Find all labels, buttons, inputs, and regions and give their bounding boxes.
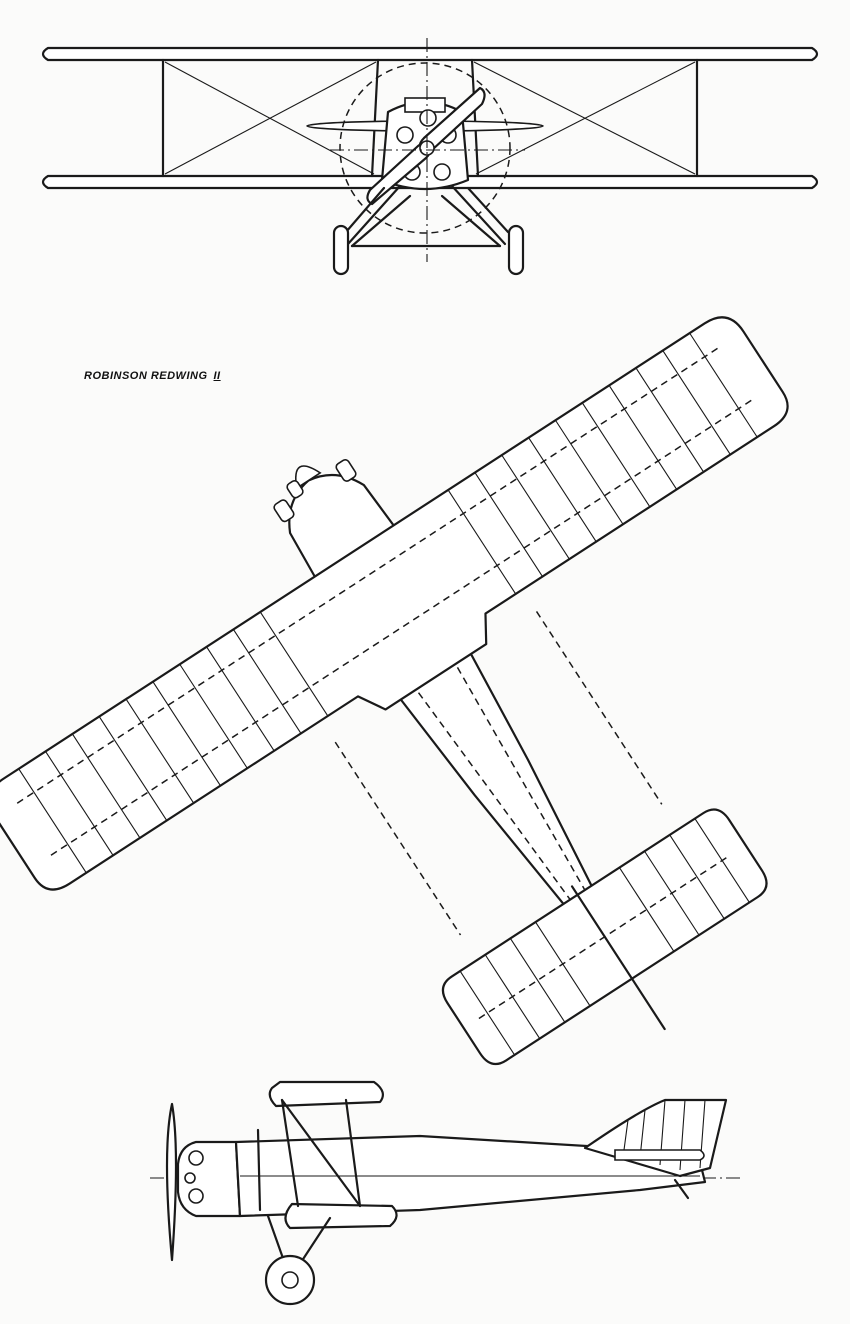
front-bracing-wires (164, 61, 696, 175)
plan-lower-wing-outline (334, 611, 663, 936)
aircraft-title: ROBINSON REDWING II (84, 370, 221, 382)
side-wheel (264, 1254, 316, 1306)
front-centreline (330, 38, 525, 262)
side-upper-wing (268, 1080, 384, 1108)
plan-upper-wing (0, 316, 789, 891)
front-undercarriage (344, 184, 510, 248)
plan-wing-ribs (18, 332, 758, 874)
side-tailplane (614, 1149, 705, 1161)
plan-engine (273, 458, 357, 523)
plan-rudder (570, 885, 666, 1031)
front-interplane-struts (161, 58, 699, 178)
aircraft-mark-numeral: II (213, 370, 221, 382)
side-lower-wing (284, 1202, 398, 1230)
side-engine (176, 1140, 242, 1218)
side-tailskid (673, 1178, 690, 1200)
front-upper-wing (41, 46, 819, 62)
side-propeller (165, 1102, 178, 1262)
front-left-wheel (332, 224, 350, 276)
front-right-wheel (507, 224, 525, 276)
side-struts (256, 1098, 362, 1212)
aircraft-name: ROBINSON REDWING (84, 370, 208, 382)
